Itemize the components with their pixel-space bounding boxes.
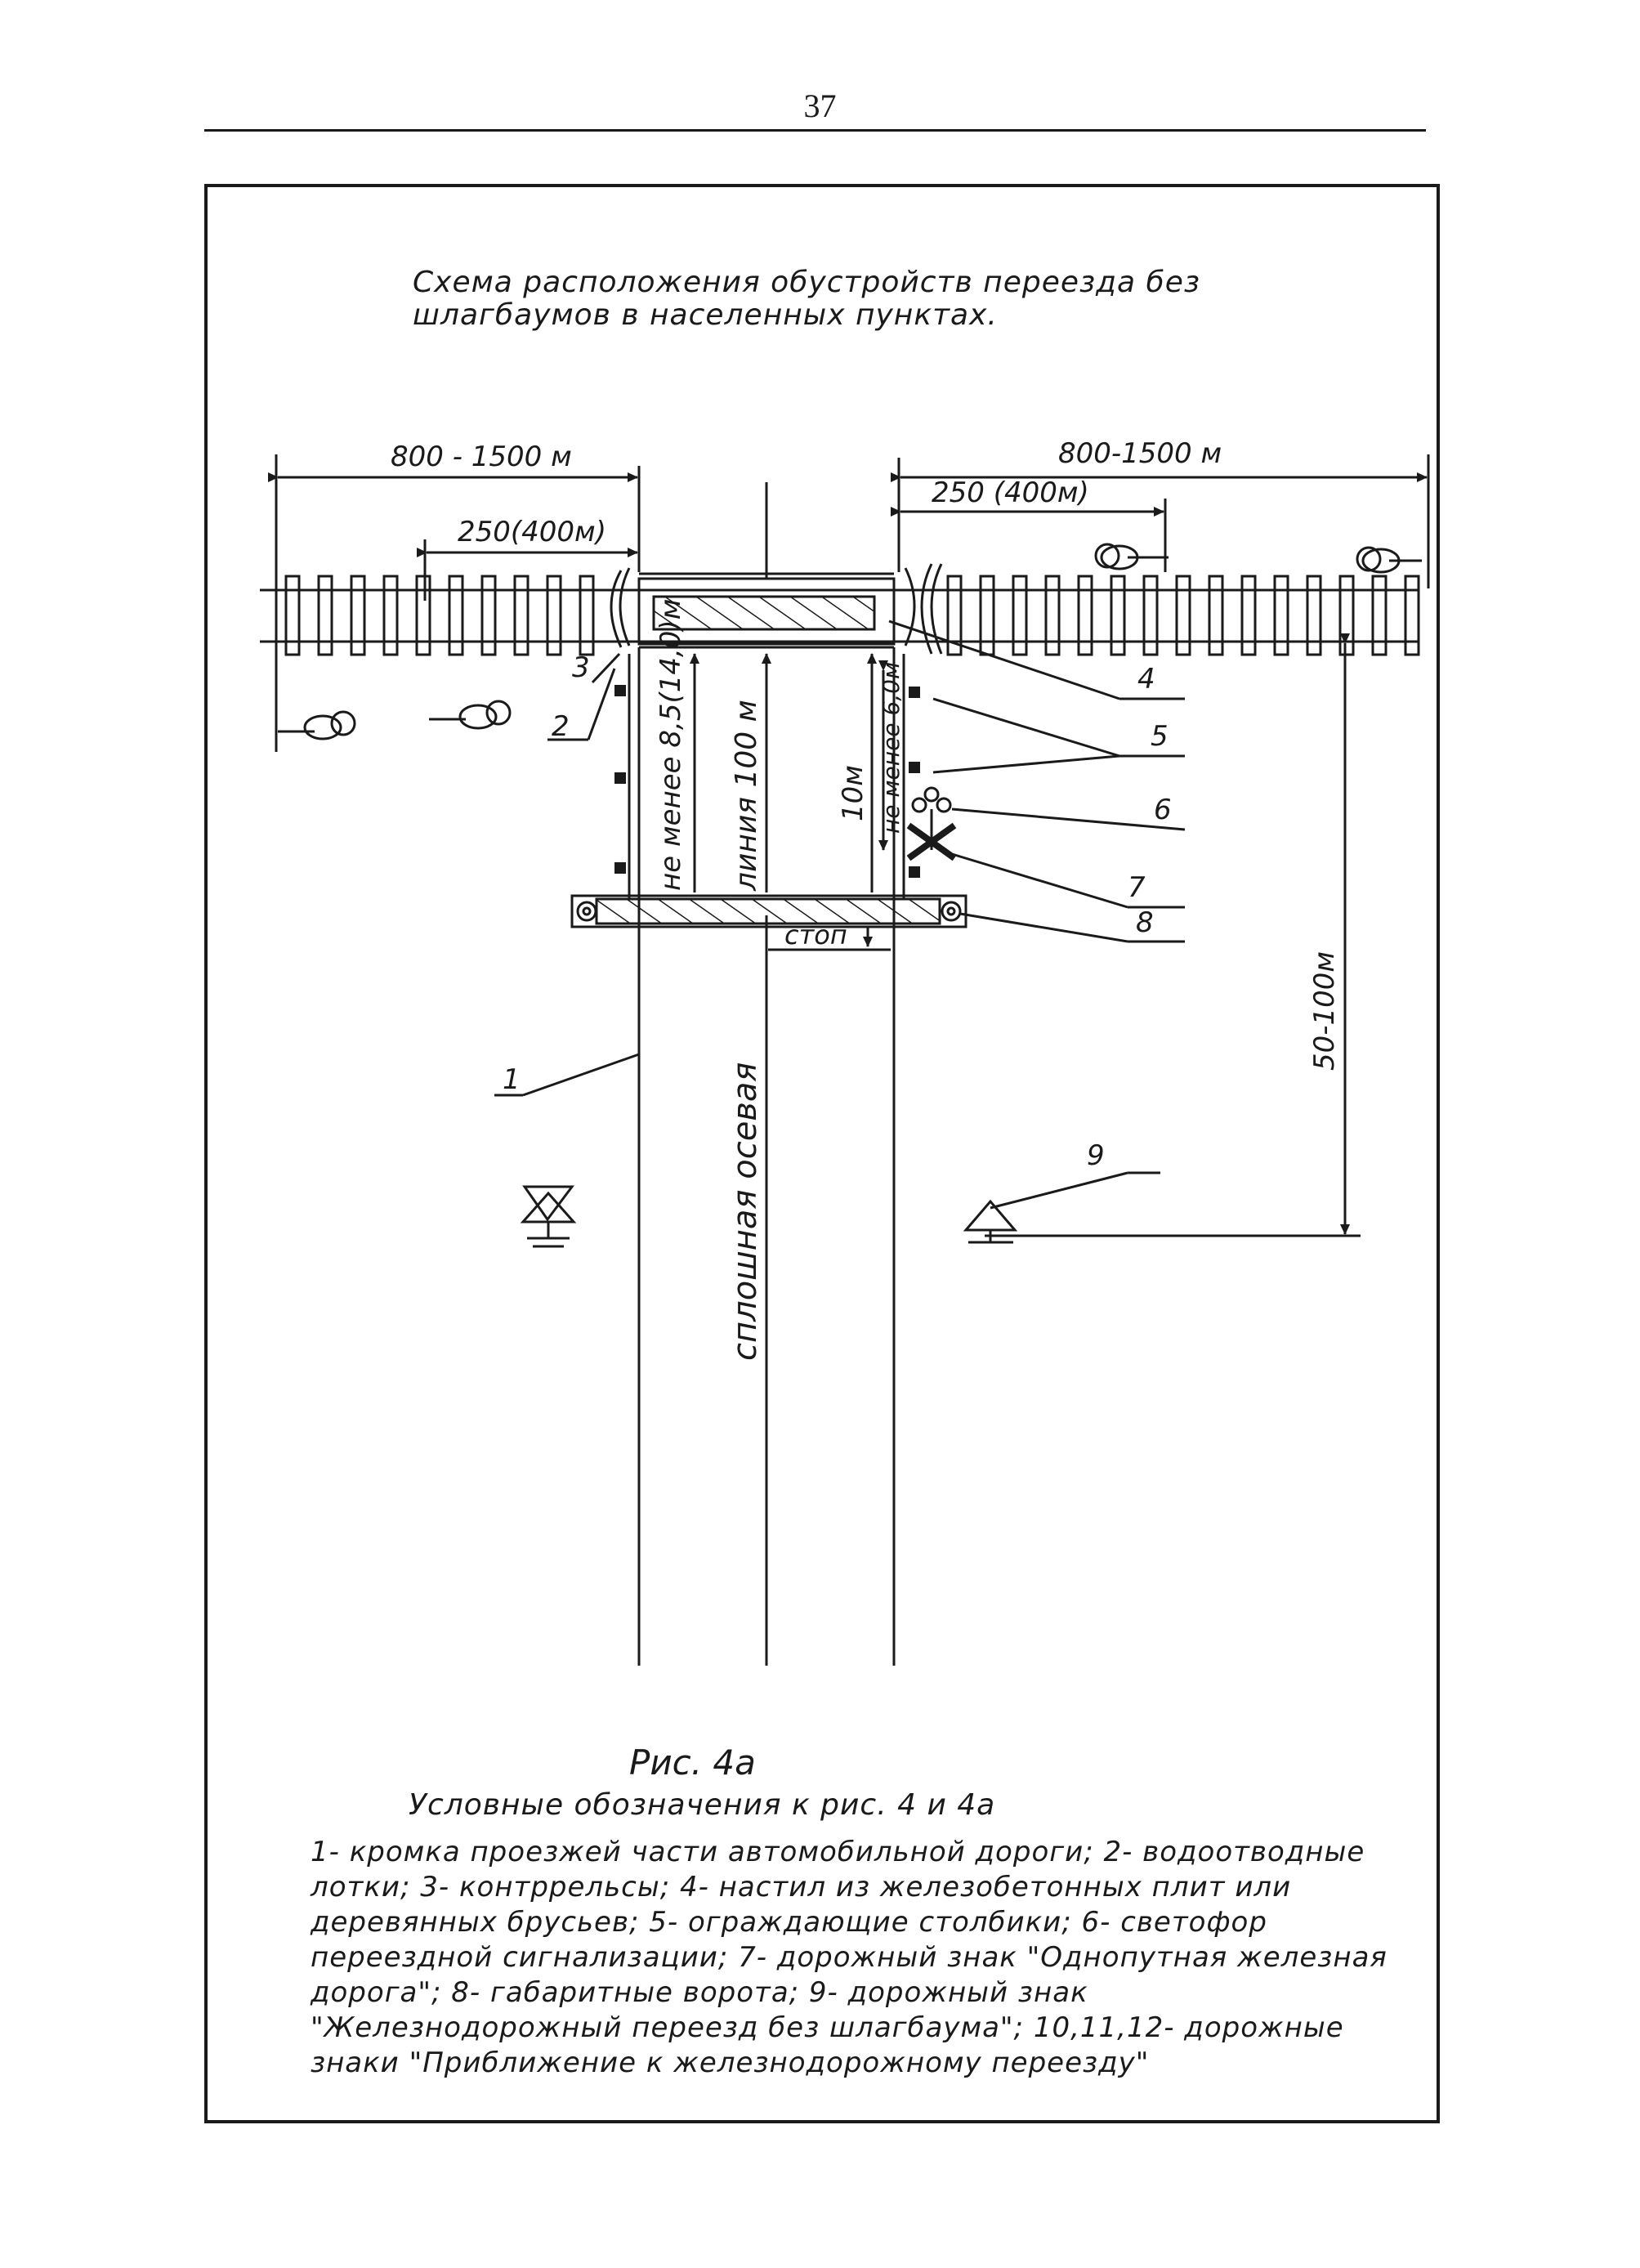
sleeper — [480, 575, 497, 656]
sleeper — [946, 575, 963, 656]
callout-1: 1 — [503, 1063, 521, 1096]
schema-title: Схема расположения обустройств переезда … — [413, 266, 1201, 332]
label-centerline: сплошная осевая — [726, 1062, 764, 1361]
sleeper — [382, 575, 399, 656]
legend-title: Условные обозначения к рис. 4 и 4а — [409, 1788, 996, 1822]
callout-7: 7 — [1128, 871, 1146, 904]
sleeper — [350, 575, 366, 656]
sleeper — [579, 575, 595, 656]
callout-4: 4 — [1137, 663, 1155, 696]
callout-3: 3 — [572, 651, 590, 684]
sleeper — [1404, 575, 1420, 656]
header-rule — [204, 129, 1426, 132]
label-left-outer: 800 - 1500 м — [391, 441, 572, 473]
sleeper — [1044, 575, 1061, 656]
sleeper — [513, 575, 530, 656]
callout-6: 6 — [1154, 794, 1172, 826]
sleeper — [1273, 575, 1289, 656]
sleeper — [1077, 575, 1093, 656]
figure-caption: Рис. 4а — [629, 1742, 756, 1783]
label-stop: стоп — [784, 919, 847, 951]
callout-8: 8 — [1136, 906, 1154, 939]
label-right-vertical: 50-100м — [1308, 951, 1341, 1071]
signal-left-2-icon — [429, 700, 512, 730]
callout-5: 5 — [1151, 720, 1169, 753]
signal-right-1-icon — [1094, 543, 1169, 570]
crossing-deck-hatch — [652, 595, 876, 631]
label-min-left: не менее 8,5(14,0)м — [655, 599, 687, 891]
signal-right-2-icon — [1356, 546, 1422, 574]
sleeper — [1012, 575, 1028, 656]
label-right-outer: 800-1500 м — [1058, 437, 1222, 470]
sleeper — [448, 575, 464, 656]
sleeper — [1142, 575, 1159, 656]
sleeper — [1338, 575, 1355, 656]
sleeper — [317, 575, 333, 656]
legend-text: 1- кромка проезжей части автомобильной д… — [311, 1836, 1388, 2079]
figure-frame — [204, 184, 1440, 2123]
callout-2: 2 — [552, 710, 570, 743]
label-10m: 10м — [837, 765, 869, 821]
sleeper — [1175, 575, 1191, 656]
sleeper — [1110, 575, 1126, 656]
sleepers-right — [946, 575, 1420, 656]
sleeper — [1240, 575, 1257, 656]
guard-rail-left — [619, 567, 631, 646]
label-axis-100: линия 100 м — [730, 700, 763, 892]
single-track-sign-icon — [906, 822, 957, 861]
signal-left-1-icon — [278, 710, 356, 740]
label-right-inner: 250 (400м) — [932, 476, 1089, 509]
guard-rail-right — [904, 567, 916, 646]
sleeper — [1371, 575, 1388, 656]
callout-9: 9 — [1087, 1139, 1105, 1172]
warning-sign-left-icon — [520, 1185, 577, 1248]
sleepers-left — [284, 575, 595, 656]
warning-sign-right-icon — [963, 1199, 1018, 1244]
bollards — [614, 685, 920, 878]
sleeper — [284, 575, 301, 656]
sleeper — [415, 575, 431, 656]
clearance-gate — [570, 894, 967, 928]
sleeper — [1306, 575, 1322, 656]
label-left-inner: 250(400м) — [458, 516, 606, 548]
sleeper — [979, 575, 995, 656]
sleeper — [1208, 575, 1224, 656]
label-min-right: не менее 6,0м — [878, 662, 905, 834]
page-number: 37 — [803, 87, 837, 124]
sleeper — [546, 575, 562, 656]
